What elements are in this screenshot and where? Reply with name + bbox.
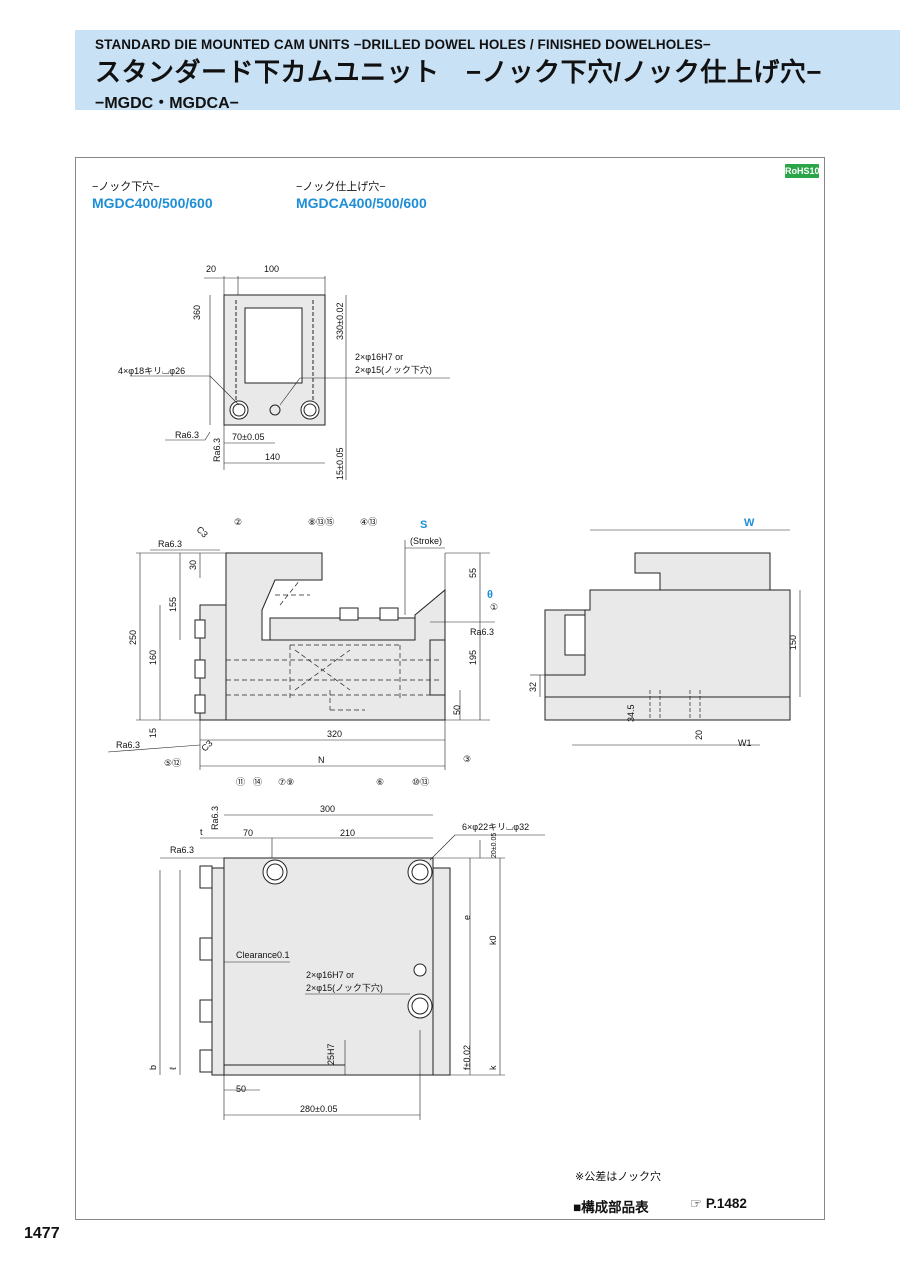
balloon-6: ⑥ xyxy=(376,777,384,787)
dim-15-side: 15 xyxy=(148,728,158,738)
parts-table-heading: ■構成部品表 xyxy=(573,1200,649,1215)
balloon-7-9: ⑦⑨ xyxy=(278,777,294,787)
dim-b: b xyxy=(148,1065,158,1070)
end-view xyxy=(530,529,801,746)
variant-label-drilled: −ノック下穴− xyxy=(92,181,160,193)
plan-view xyxy=(159,814,545,1120)
ra-top-left: Ra6.3 xyxy=(175,430,199,440)
tolerance-note: ※公差はノック穴 xyxy=(575,1171,661,1183)
dim-25h7: 25H7 xyxy=(326,1043,336,1065)
dim-280: 280±0.05 xyxy=(300,1104,337,1114)
dim-f: f±0.02 xyxy=(462,1045,472,1070)
dowel-top-1: 2×φ16H7 or xyxy=(355,352,403,362)
stroke-label: (Stroke) xyxy=(410,536,442,546)
page-reference-link[interactable]: ☞ P.1482 xyxy=(690,1196,747,1212)
balloon-2: ② xyxy=(234,517,242,527)
end-dim-150: 150 xyxy=(788,635,798,650)
dowel-plan-2: 2×φ15(ノック下穴) xyxy=(306,982,383,993)
balloon-5-12: ⑤⑫ xyxy=(164,758,181,768)
balloon-8-13-15: ⑧⑬⑮ xyxy=(308,517,334,527)
dim-320: 320 xyxy=(327,729,342,739)
dim-160: 160 xyxy=(148,650,158,665)
balloon-4-13: ④⑬ xyxy=(360,517,377,527)
dim-70: 70±0.05 xyxy=(232,432,264,442)
dim-100: 100 xyxy=(264,264,279,274)
end-dim-32: 32 xyxy=(528,682,538,692)
dim-50: 50 xyxy=(452,705,462,715)
english-title: STANDARD DIE MOUNTED CAM UNITS −DRILLED … xyxy=(95,37,711,52)
dim-l: ℓ xyxy=(168,1066,178,1070)
dim-250: 250 xyxy=(128,630,138,645)
rohs-badge: RoHS10 xyxy=(785,164,820,178)
end-w1: W1 xyxy=(738,738,752,748)
dim-330: 330±0.02 xyxy=(335,303,345,340)
end-dim-20: 20 xyxy=(694,730,704,740)
top-view xyxy=(130,276,450,480)
end-dim-34-5: 34.5 xyxy=(626,704,636,722)
japanese-title: スタンダード下カムユニット −ノック下穴/ノック仕上げ穴− xyxy=(95,57,823,87)
dim-360: 360 xyxy=(192,305,202,320)
title-banner: STANDARD DIE MOUNTED CAM UNITS −DRILLED … xyxy=(75,30,900,112)
dim-n: N xyxy=(318,755,325,765)
stroke-s: S xyxy=(420,519,427,531)
end-w: W xyxy=(744,517,755,529)
hole-callout-top: 4×φ18キリ⌴φ26 xyxy=(118,366,185,376)
dim-15: 15±0.05 xyxy=(335,448,345,480)
dim-70-plan: 70 xyxy=(243,828,253,838)
dim-140: 140 xyxy=(265,452,280,462)
ra-top-vert: Ra6.3 xyxy=(212,438,222,462)
dim-55: 55 xyxy=(468,568,478,578)
clearance: Clearance0.1 xyxy=(236,950,290,960)
c3-bottom: C3 xyxy=(199,738,214,753)
page-reference: P.1482 xyxy=(705,1196,747,1211)
hole-callout-plan: 6×φ22キリ⌴φ32 xyxy=(462,822,529,832)
dim-155: 155 xyxy=(168,597,178,612)
variant-model-drilled: MGDC400/500/600 xyxy=(92,195,213,211)
dim-20-plan: 20±0.05 xyxy=(491,833,498,858)
dim-30: 30 xyxy=(188,560,198,570)
theta: θ xyxy=(487,589,493,601)
arrow-icon: ☞ xyxy=(690,1196,703,1211)
ra-side-right: Ra6.3 xyxy=(470,627,494,637)
ra-side-top: Ra6.3 xyxy=(158,539,182,549)
page-number: 1477 xyxy=(24,1225,60,1242)
balloon-14: ⑭ xyxy=(253,777,262,787)
variant-label-finished: −ノック仕上げ穴− xyxy=(296,181,386,193)
dim-t: t xyxy=(200,827,203,837)
c3-top: C3 xyxy=(195,524,210,539)
side-view xyxy=(107,540,495,770)
balloon-1: ① xyxy=(490,602,498,612)
dim-e: e xyxy=(462,915,472,920)
dim-195: 195 xyxy=(468,650,478,665)
dim-20: 20 xyxy=(206,264,216,274)
dowel-top-2: 2×φ15(ノック下穴) xyxy=(355,364,432,375)
dowel-plan-1: 2×φ16H7 or xyxy=(306,970,354,980)
variant-model-finished: MGDCA400/500/600 xyxy=(296,195,427,211)
model-codes: −MGDC・MGDCA− xyxy=(95,95,240,112)
dim-k0: k0 xyxy=(488,935,498,945)
dim-k: k xyxy=(488,1065,498,1070)
dim-210: 210 xyxy=(340,828,355,838)
ra-plan-left: Ra6.3 xyxy=(170,845,194,855)
ra-plan-vert: Ra6.3 xyxy=(210,806,220,830)
dim-300: 300 xyxy=(320,804,335,814)
dim-50-plan: 50 xyxy=(236,1084,246,1094)
ra-side-bottom: Ra6.3 xyxy=(116,740,140,750)
drawing-frame xyxy=(75,157,825,1220)
balloon-10-13: ⑩⑬ xyxy=(412,777,429,787)
balloon-3: ③ xyxy=(463,754,471,764)
balloon-11: ⑪ xyxy=(236,777,245,787)
